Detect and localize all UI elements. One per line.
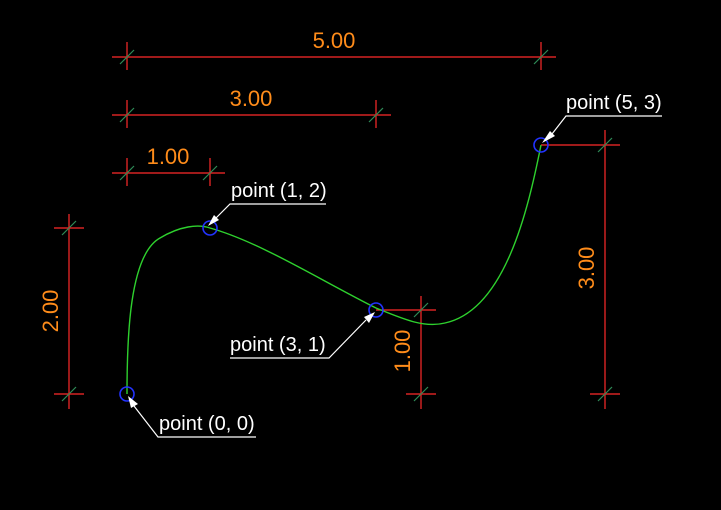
dimension-horizontal-3: 3.00 xyxy=(112,86,391,128)
dimension-text-5: 5.00 xyxy=(313,28,356,53)
label-point-0-0: point (0, 0) xyxy=(159,413,255,435)
fit-point-3-1 xyxy=(368,302,384,318)
leader-arrow xyxy=(542,131,555,143)
leader-point-0-0: point (0, 0) xyxy=(128,396,256,438)
label-point-3-1: point (3, 1) xyxy=(230,334,326,356)
dimension-text-2-vertical: 2.00 xyxy=(38,290,63,333)
spline-curve xyxy=(126,144,542,395)
dimension-text-3-vertical: 3.00 xyxy=(574,247,599,290)
label-point-1-2: point (1, 2) xyxy=(231,180,327,202)
dimension-text-1-horizontal: 1.00 xyxy=(147,144,190,169)
fit-point-0-0 xyxy=(119,386,135,402)
dimension-horizontal-1: 1.00 xyxy=(112,144,225,186)
leader-arrow xyxy=(364,312,375,323)
leader-arrow xyxy=(128,396,138,408)
dimension-vertical-2: 2.00 xyxy=(38,214,84,409)
leader-point-3-1: point (3, 1) xyxy=(230,312,375,359)
leader-point-1-2: point (1, 2) xyxy=(208,180,327,226)
dimension-text-1-vertical: 1.00 xyxy=(390,330,415,373)
dimension-horizontal-5: 5.00 xyxy=(112,28,556,70)
dimension-vertical-3: 3.00 xyxy=(541,130,620,409)
label-point-5-3: point (5, 3) xyxy=(566,92,662,114)
fit-point-5-3 xyxy=(533,137,549,153)
dimension-vertical-1: 1.00 xyxy=(376,296,436,409)
leader-point-5-3: point (5, 3) xyxy=(542,92,662,143)
fit-point-1-2 xyxy=(202,220,218,236)
dimension-text-3-horizontal: 3.00 xyxy=(230,86,273,111)
